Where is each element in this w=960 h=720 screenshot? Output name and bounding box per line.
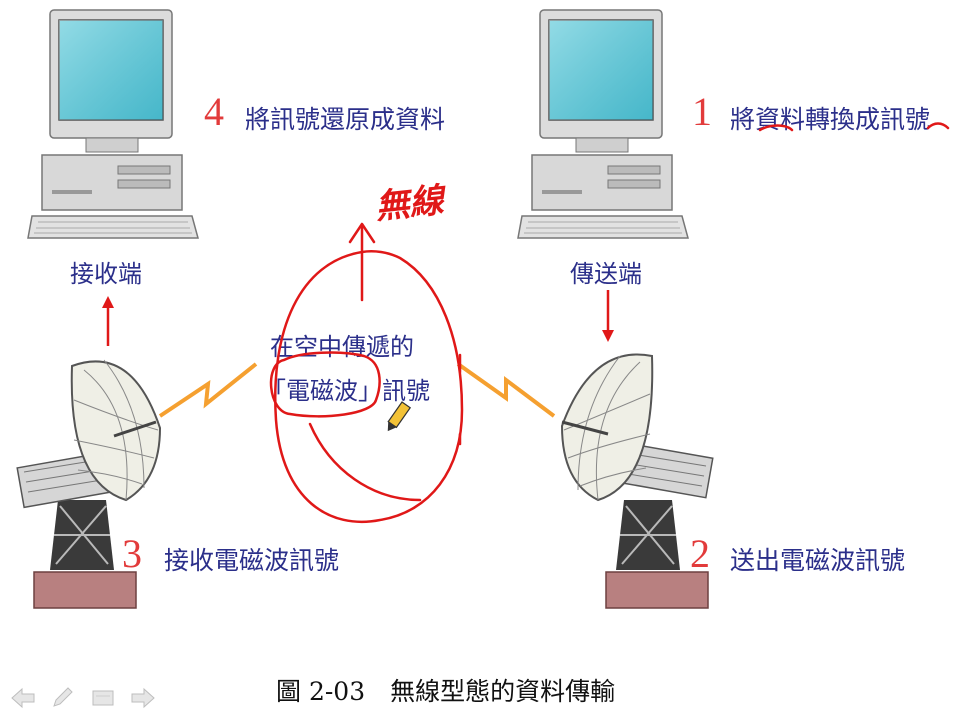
step3-text: 接收電磁波訊號 [164,546,340,575]
left-signal-bolt-icon [158,362,258,418]
right-signal-bolt-icon [456,362,556,418]
slide-menu-icon[interactable] [90,686,116,710]
pen-cursor-icon [387,401,412,432]
step4-number: 4 [204,89,224,134]
sender-label: 傳送端 [570,260,642,288]
receiver-computer-icon [27,9,199,239]
pen-icon[interactable] [50,686,76,710]
sender-dish-antenna-icon [560,353,714,609]
figure-caption: 圖 2-03 無線型態的資料傳輸 [276,677,616,706]
center-text-line2: 「電磁波」訊號 [262,377,430,405]
receiver-label: 接收端 [70,260,142,288]
receiver-dish-antenna-icon [16,359,162,609]
sender-computer-icon [517,9,689,239]
step1-number: 1 [692,89,712,134]
step2-number: 2 [690,531,710,576]
handwritten-note: 無線 [373,180,446,228]
next-arrow-icon[interactable] [130,686,156,710]
step3-number: 3 [122,531,142,576]
step2-text: 送出電磁波訊號 [730,546,906,575]
send-down-arrow [602,290,614,342]
prev-arrow-icon[interactable] [10,686,36,710]
step4-text: 將訊號還原成資料 [245,105,446,134]
receive-up-arrow [102,296,114,346]
